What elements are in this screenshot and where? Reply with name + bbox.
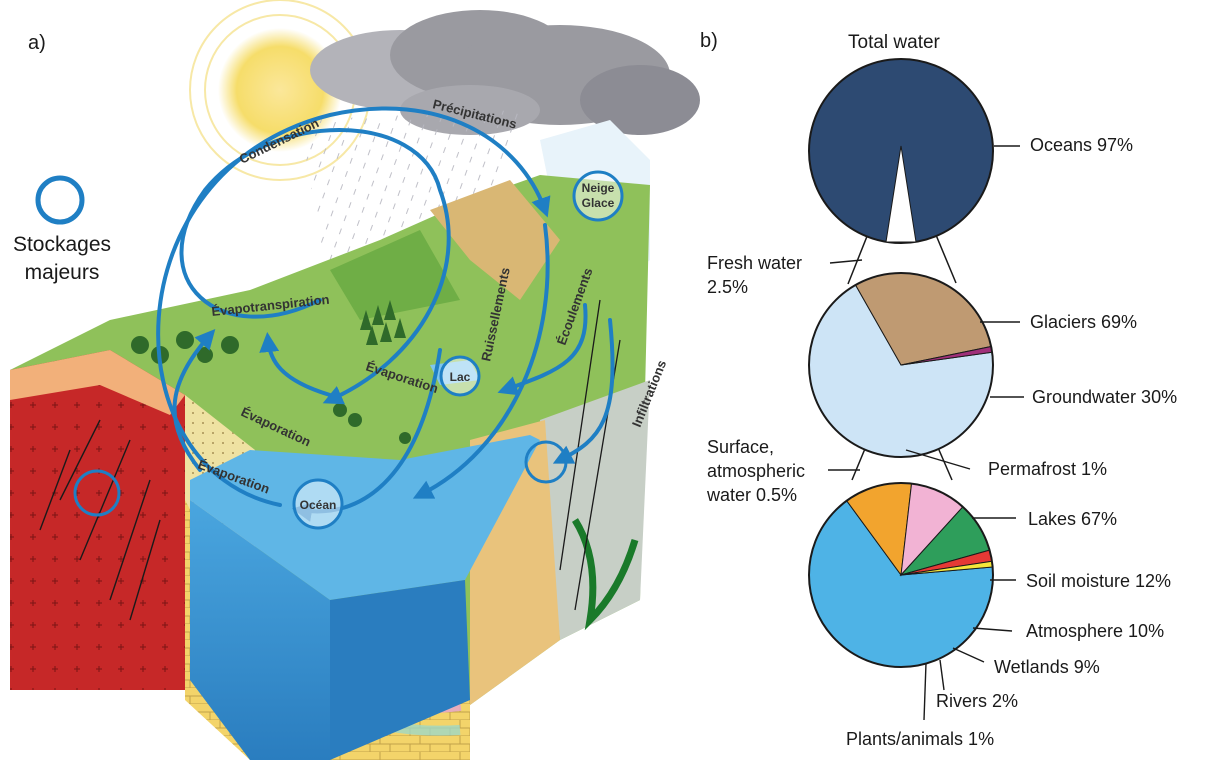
label-ocean: Océan <box>300 498 337 512</box>
slice-label-rivers: Rivers 2% <box>936 691 1019 711</box>
slice-label-plants-animals: Plants/animals 1% <box>846 729 995 749</box>
water-distribution-charts <box>808 58 1024 721</box>
label-glace: Glace <box>582 196 615 210</box>
slice-label-groundwater: Groundwater 30% <box>1032 387 1178 407</box>
slice-label-permafrost: Permafrost 1% <box>988 459 1108 479</box>
slice-label-glaciers: Glaciers 69% <box>1030 312 1138 332</box>
fresh-water-label-line1: Fresh water <box>707 253 803 273</box>
fault-lines <box>39 419 161 621</box>
granite-block <box>10 350 185 690</box>
slice-label-oceans: Oceans 97% <box>1030 135 1134 155</box>
storage-ocean <box>292 478 344 530</box>
label-neige: Neige <box>582 181 615 195</box>
pie-surface-water <box>808 482 994 668</box>
storage-legend-icon <box>35 175 85 225</box>
panel-a-label: a) <box>28 32 46 54</box>
pie-outline-1 <box>808 272 994 458</box>
slice-label-soil-moisture: Soil moisture 12% <box>1026 571 1172 591</box>
slice-label-atmosphere: Atmosphere 10% <box>1026 621 1165 641</box>
leader-lines <box>828 145 1024 721</box>
pie-outline-2 <box>808 482 994 668</box>
legend-label-line2: majeurs <box>24 261 100 284</box>
chart-title: Total water <box>848 32 940 53</box>
panel-b-label: b) <box>700 30 718 52</box>
fresh-water-wedge <box>885 145 917 243</box>
slice-label-wetlands: Wetlands 9% <box>994 657 1100 677</box>
surface-water-label-line2: atmospheric <box>707 461 806 481</box>
surface-water-label-line3: water 0.5% <box>707 485 798 505</box>
storage-aquifer <box>524 440 568 484</box>
forest <box>131 300 411 444</box>
legend-label-line1: Stockages <box>12 233 112 256</box>
rocky-peaks <box>430 180 560 300</box>
label-lac: Lac <box>450 370 471 384</box>
storage-lake <box>439 355 481 397</box>
surface-water-label-line1: Surface, <box>707 437 775 457</box>
slice-label-lakes: Lakes 67% <box>1028 509 1118 529</box>
pie-total-water <box>808 58 994 244</box>
fresh-water-label-line2: 2.5% <box>707 277 749 297</box>
pie-outline-0 <box>808 58 994 244</box>
storage-snow-ice <box>572 170 624 222</box>
storage-groundwater <box>73 469 121 517</box>
cycle-arrows <box>156 106 615 522</box>
water-cycle-diagram: Condensation Précipitations Évapotranspi… <box>10 0 700 760</box>
pie-fresh-water <box>808 272 994 458</box>
